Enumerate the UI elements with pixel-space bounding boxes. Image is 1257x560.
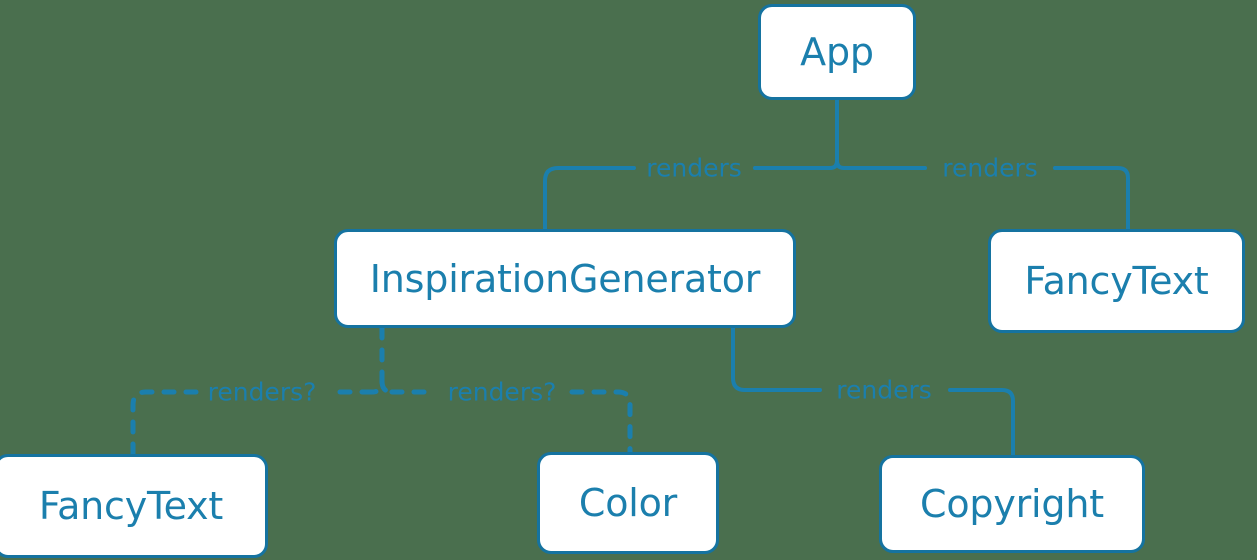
edge-inspgen-copyright-left	[731, 326, 822, 392]
node-fancytext-top[interactable]: FancyText	[988, 229, 1245, 333]
edge-app-stem	[828, 98, 839, 170]
node-inspiration-generator-label: InspirationGenerator	[369, 256, 761, 301]
edge-label-app-fancytext: renders	[942, 153, 1038, 183]
node-color-label: Color	[578, 481, 678, 525]
edge-label-inspgen-copyright: renders	[836, 375, 932, 405]
edge-app-inspgen-left	[543, 166, 636, 231]
edge-label-app-inspgen: renders	[646, 153, 742, 183]
node-app-label: App	[800, 30, 874, 74]
edge-label-inspgen-fancytext: renders?	[207, 377, 317, 407]
edge-app-fancytext-right	[1053, 166, 1130, 231]
edge-inspgen-copyright-right	[948, 388, 1015, 457]
edge-inspgen-dashed-stem-right	[379, 378, 395, 395]
node-inspiration-generator[interactable]: InspirationGenerator	[334, 229, 796, 328]
node-copyright-label: Copyright	[920, 482, 1104, 526]
node-copyright[interactable]: Copyright	[879, 455, 1145, 553]
node-app[interactable]: App	[758, 4, 916, 100]
node-color[interactable]: Color	[537, 452, 719, 554]
edge-inspgen-color-right	[569, 389, 633, 455]
node-fancytext-bottom[interactable]: FancyText	[0, 454, 268, 558]
node-fancytext-bottom-label: FancyText	[38, 484, 224, 528]
edge-inspgen-fancytext2-left	[130, 389, 199, 457]
edge-label-inspgen-color: renders?	[447, 377, 557, 407]
node-fancytext-top-label: FancyText	[1024, 259, 1209, 303]
